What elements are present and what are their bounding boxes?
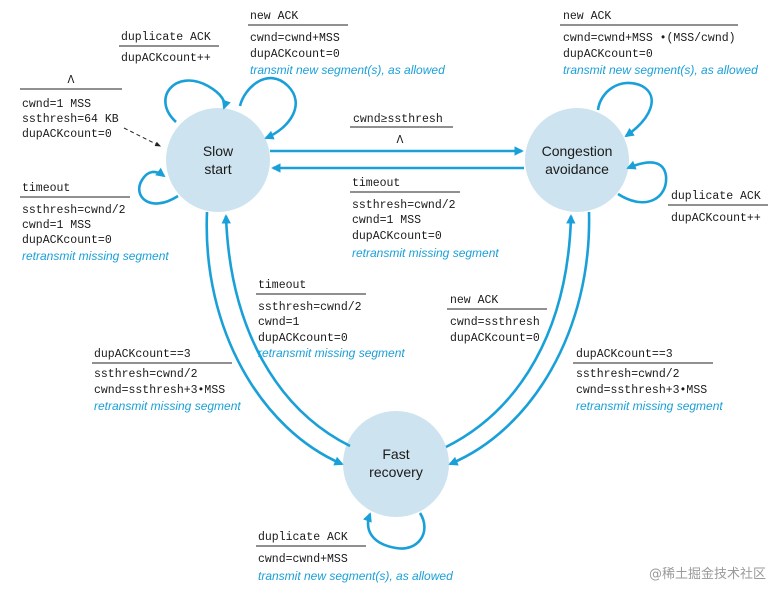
- note-text: retransmit missing segment: [22, 249, 169, 263]
- action-text: cwnd=ssthresh+3•MSS: [576, 384, 707, 397]
- note-text: transmit new segment(s), as allowed: [258, 569, 453, 583]
- event-text: cwnd≥ssthresh: [353, 113, 443, 126]
- event-text: duplicate ACK: [671, 190, 761, 203]
- action-text: ssthresh=64 KB: [22, 113, 119, 126]
- action-text: cwnd=1 MSS: [22, 98, 91, 111]
- event-text: dupACKcount==3: [94, 348, 191, 361]
- label-ss-to-fr: dupACKcount==3 ssthresh=cwnd/2 cwnd=ssth…: [92, 348, 241, 413]
- label-ss-newack: new ACK cwnd=cwnd+MSS dupACKcount=0 tran…: [248, 10, 445, 77]
- action-text: cwnd=1: [258, 316, 300, 329]
- state-label-line1: Fast: [382, 446, 409, 462]
- label-initial: Λ cwnd=1 MSS ssthresh=64 KB dupACKcount=…: [20, 74, 122, 141]
- event-text: new ACK: [450, 294, 498, 307]
- fr-to-ca-arrow: [445, 214, 576, 449]
- event-text: dupACKcount==3: [576, 348, 673, 361]
- action-text: dupACKcount=0: [22, 234, 112, 247]
- ss-newack-loop-arrow: [238, 76, 297, 140]
- action-text: ssthresh=cwnd/2: [258, 301, 362, 314]
- ss-to-fr-arrow: [205, 211, 344, 466]
- ca-to-fr-arrow: [448, 211, 591, 466]
- action-text: cwnd=cwnd+MSS: [250, 32, 340, 45]
- action-text: dupACKcount=0: [450, 332, 540, 345]
- fr-dupack-loop-arrow: [362, 512, 426, 550]
- watermark: @稀土掘金技术社区: [649, 566, 766, 582]
- action-text: cwnd=1 MSS: [22, 219, 91, 232]
- label-fr-dupack: duplicate ACK cwnd=cwnd+MSS transmit new…: [256, 531, 453, 583]
- action-text: ssthresh=cwnd/2: [576, 368, 680, 381]
- event-text: Λ: [68, 74, 75, 87]
- state-congestion-avoidance: Congestion avoidance: [525, 108, 629, 212]
- transitions: [123, 76, 668, 550]
- label-ca-to-fr: dupACKcount==3 ssthresh=cwnd/2 cwnd=ssth…: [573, 348, 723, 413]
- action-text: dupACKcount=0: [22, 128, 112, 141]
- event-text: timeout: [352, 177, 400, 190]
- action-text: cwnd=cwnd+MSS •(MSS/cwnd): [563, 32, 736, 45]
- state-label-line2: avoidance: [545, 161, 609, 177]
- event-text: timeout: [22, 182, 70, 195]
- label-ca-dupack: duplicate ACK dupACKcount++: [668, 190, 768, 225]
- label-ca-newack: new ACK cwnd=cwnd+MSS •(MSS/cwnd) dupACK…: [560, 10, 758, 77]
- action-text: cwnd=ssthresh+3•MSS: [94, 384, 225, 397]
- state-slow-start: Slow start: [166, 108, 270, 212]
- label-fr-to-ca: new ACK cwnd=ssthresh dupACKcount=0: [447, 294, 547, 345]
- note-text: retransmit missing segment: [258, 346, 405, 360]
- action-text: dupACKcount=0: [563, 48, 653, 61]
- note-text: transmit new segment(s), as allowed: [563, 63, 758, 77]
- action-text: dupACKcount++: [121, 52, 211, 65]
- state-label-line1: Congestion: [542, 143, 613, 159]
- state-fast-recovery: Fast recovery: [343, 411, 449, 517]
- action-text: ssthresh=cwnd/2: [22, 204, 126, 217]
- ss-dupack-loop-arrow: [164, 79, 231, 123]
- fr-to-ss-arrow: [221, 214, 351, 448]
- ss-timeout-loop-arrow: [137, 167, 179, 205]
- event-text: new ACK: [563, 10, 611, 23]
- event-text: new ACK: [250, 10, 298, 23]
- action-text: ssthresh=cwnd/2: [94, 368, 198, 381]
- note-text: transmit new segment(s), as allowed: [250, 63, 445, 77]
- action-text: dupACKcount=0: [250, 48, 340, 61]
- action-text: dupACKcount=0: [258, 332, 348, 345]
- label-ss-to-ca: cwnd≥ssthresh Λ: [350, 113, 453, 147]
- note-text: retransmit missing segment: [352, 246, 499, 260]
- label-ca-to-ss: timeout ssthresh=cwnd/2 cwnd=1 MSS dupAC…: [350, 177, 499, 260]
- event-text: duplicate ACK: [121, 31, 211, 44]
- note-text: retransmit missing segment: [94, 399, 241, 413]
- state-label-line1: Slow: [203, 143, 234, 159]
- label-ss-dupack: duplicate ACK dupACKcount++: [119, 31, 219, 65]
- note-text: retransmit missing segment: [576, 399, 723, 413]
- action-text: dupACKcount=0: [352, 230, 442, 243]
- initial-transition-arrow: [123, 127, 162, 147]
- ca-newack-loop-arrow: [596, 81, 653, 138]
- label-ss-timeout: timeout ssthresh=cwnd/2 cwnd=1 MSS dupAC…: [20, 182, 169, 263]
- ca-dupack-loop-arrow: [617, 160, 668, 204]
- state-label-line2: start: [204, 161, 231, 177]
- event-text: timeout: [258, 279, 306, 292]
- action-text: cwnd=1 MSS: [352, 214, 421, 227]
- event-text: duplicate ACK: [258, 531, 348, 544]
- action-text: dupACKcount++: [671, 212, 761, 225]
- action-text: cwnd=ssthresh: [450, 316, 540, 329]
- action-text: ssthresh=cwnd/2: [352, 199, 456, 212]
- action-text: Λ: [397, 134, 404, 147]
- action-text: cwnd=cwnd+MSS: [258, 553, 348, 566]
- label-fr-to-ss: timeout ssthresh=cwnd/2 cwnd=1 dupACKcou…: [256, 279, 405, 360]
- state-label-line2: recovery: [369, 464, 423, 480]
